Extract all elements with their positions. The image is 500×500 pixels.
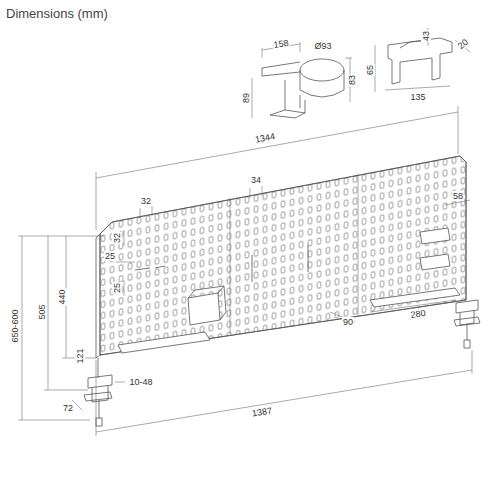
dimension-label: 58 <box>452 191 464 201</box>
dimension-label: 505 <box>37 303 47 320</box>
dimension-label: 65 <box>365 64 375 76</box>
dimension-label: 72 <box>62 403 74 413</box>
desk-clamp <box>84 300 480 426</box>
dimension-label: 1344 <box>253 131 276 145</box>
dimension-lines <box>18 106 472 436</box>
dimension-label: 32 <box>140 196 152 206</box>
diagram-title: Dimensions (mm) <box>6 6 108 21</box>
dimension-label: 25 <box>112 282 122 294</box>
dimension-label: 90 <box>342 317 354 327</box>
dimension-label: 34 <box>250 175 262 185</box>
dimension-label: 20 <box>455 36 471 51</box>
dimension-label: 121 <box>75 347 85 364</box>
dimension-label: Ø93 <box>313 41 332 51</box>
dimension-label: 32 <box>112 232 122 244</box>
dimension-label: 89 <box>241 92 251 104</box>
dimension-label: 43 <box>421 30 431 42</box>
pegboard-panel <box>96 156 466 358</box>
dimension-label: 440 <box>57 288 67 305</box>
dimension-label: 280 <box>409 308 427 320</box>
cup-holder <box>252 42 352 118</box>
dimension-label: 158 <box>272 38 290 50</box>
dimension-label: 83 <box>347 74 357 86</box>
dimension-label: 10-48 <box>128 377 153 387</box>
dimension-label: 25 <box>104 251 116 261</box>
dimension-label: 135 <box>409 92 426 102</box>
dimension-label: 1387 <box>250 405 273 418</box>
headphone-hook <box>375 28 470 92</box>
dimension-label: 650-600 <box>10 308 20 343</box>
